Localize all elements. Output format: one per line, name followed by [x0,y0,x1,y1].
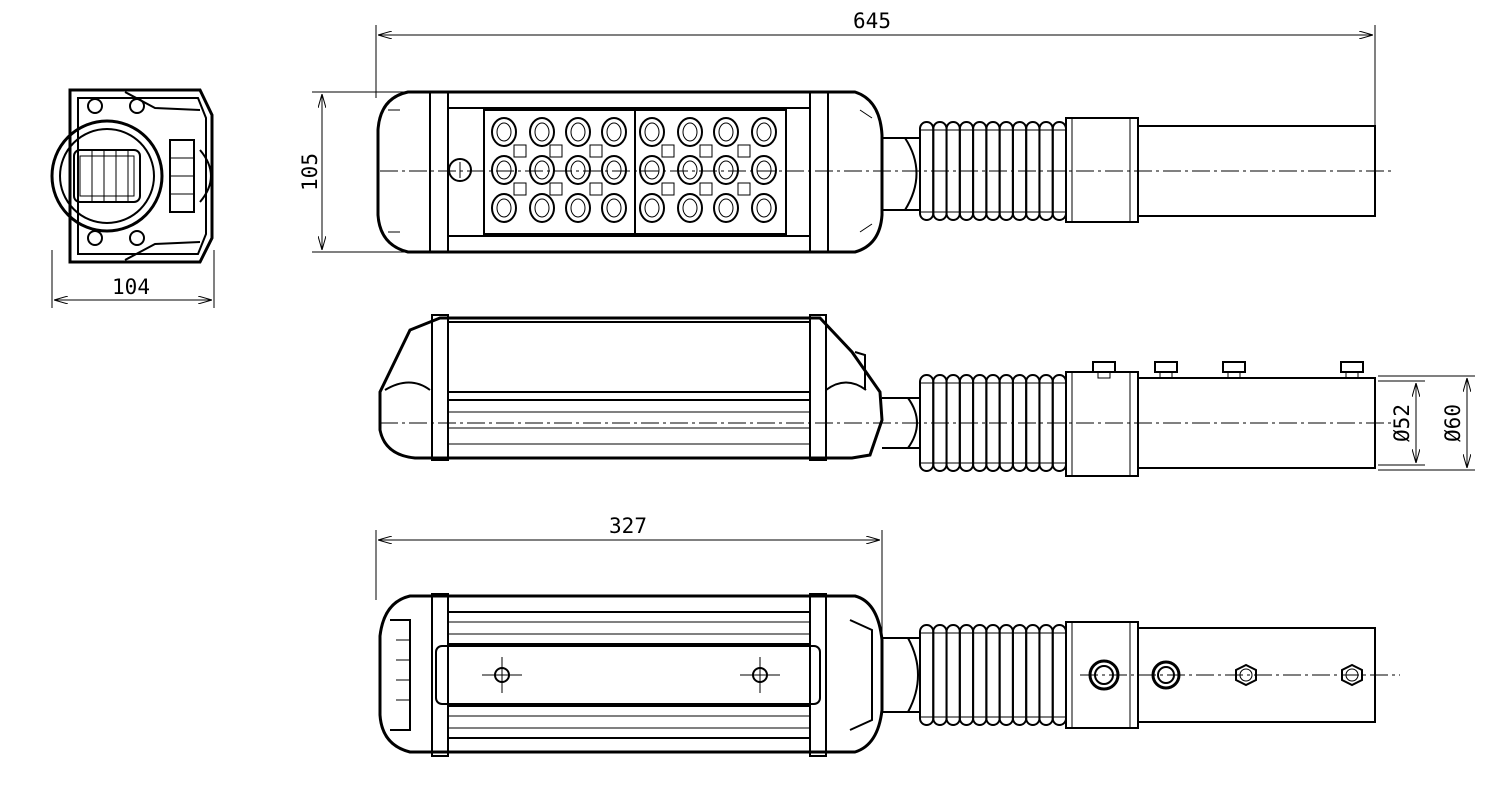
led-lens [601,155,627,185]
led-lens [565,117,591,147]
led-lens [677,117,703,147]
led-lens [751,155,777,185]
led-lens [491,193,517,223]
led-lens [565,193,591,223]
width-label: 104 [112,275,150,299]
led-chip [549,182,563,196]
led-chip [737,182,751,196]
dimension-housing-length: 327 [375,514,883,638]
led-lens [639,155,665,185]
led-lens [713,155,739,185]
sleeve-rib [1025,624,1041,726]
led-chip [513,144,527,158]
led-lens [565,155,591,185]
sleeve-rib [1051,624,1068,726]
led-chip [589,182,603,196]
sleeve-rib [958,624,975,726]
led-lens [601,117,627,147]
dimension-inner-diameter: Ø52 [1378,380,1425,466]
dimension-width: 104 [51,250,215,308]
led-lens [713,117,739,147]
bolt-heads [1092,361,1364,379]
sleeve-rib [1011,624,1028,726]
led-lens [491,155,517,185]
led-lens [529,117,555,147]
led-lens [529,193,555,223]
led-lens [713,193,739,223]
height-label: 105 [298,153,322,191]
sleeve-rib [998,624,1014,726]
sleeve-rib [985,624,1001,726]
led-chip [737,144,751,158]
sleeve-rib [932,624,948,726]
dimension-height: 105 [298,91,405,253]
outer-diameter-label: Ø60 [1441,404,1465,442]
overall-length-label: 645 [853,9,891,33]
sleeve-rib [972,624,988,726]
housing-length-label: 327 [609,514,647,538]
bottom-view [378,593,1400,757]
sleeve-rib [919,624,935,726]
end-view [50,88,214,264]
bolt-head [1340,361,1364,379]
bolt-head [1154,361,1178,379]
side-view [378,314,1395,477]
led-lens [601,193,627,223]
led-lens [751,193,777,223]
led-chip [549,144,563,158]
led-lens [677,193,703,223]
led-lens [529,155,555,185]
corrugated-sleeve [919,624,1068,726]
led-chip [589,144,603,158]
led-chip [513,182,527,196]
top-view [376,90,1395,254]
led-lens [751,117,777,147]
led-chip [699,144,713,158]
led-chip [661,182,675,196]
inner-diameter-label: Ø52 [1390,404,1414,442]
bolt-head [1092,361,1116,379]
led-lens [639,117,665,147]
bolt-head [1222,361,1246,379]
led-lens [491,117,517,147]
dimension-overall-length: 645 [375,9,1376,128]
led-array [491,117,777,223]
sleeve-rib [1038,624,1054,726]
led-lens [677,155,703,185]
dimension-outer-diameter: Ø60 [1378,375,1475,471]
led-lens [639,193,665,223]
led-chip [699,182,713,196]
led-chip [661,144,675,158]
sleeve-rib [945,624,961,726]
